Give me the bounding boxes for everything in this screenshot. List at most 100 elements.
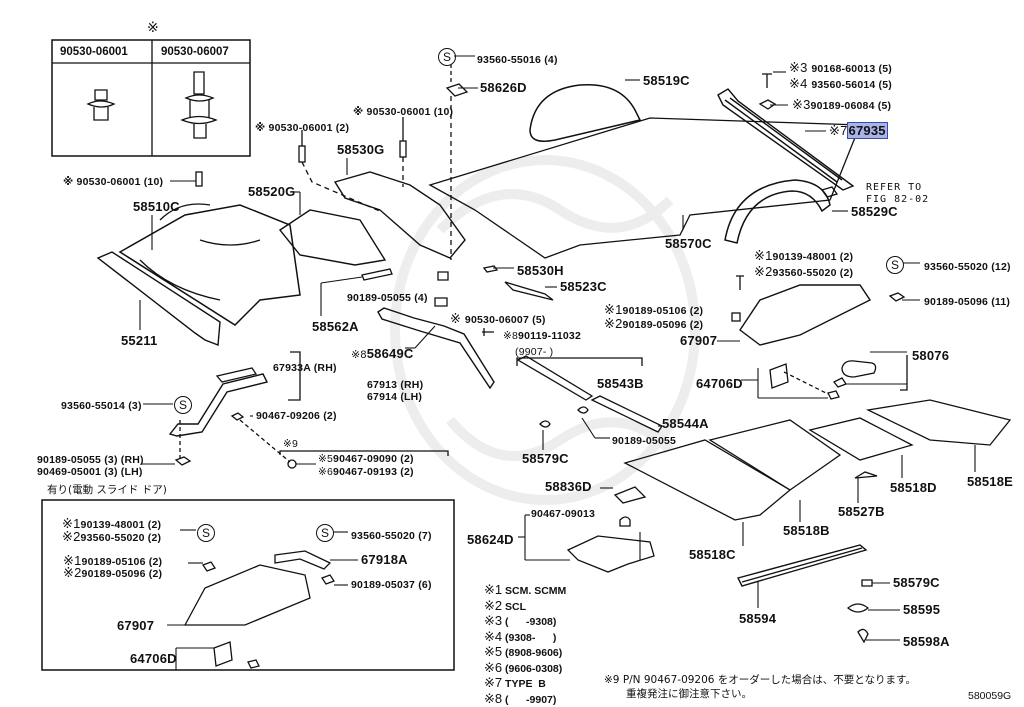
cover-58519c bbox=[529, 83, 642, 142]
part-label[interactable]: 90189-05055 bbox=[612, 435, 677, 447]
part-number: 90189-05096 (2) bbox=[622, 319, 704, 331]
scuff-plate-67935 bbox=[717, 88, 855, 191]
part-label[interactable]: 58579C bbox=[893, 575, 940, 590]
part-label[interactable]: ※4 93560-56014 (5) bbox=[789, 77, 892, 91]
part-label[interactable]: 64706D bbox=[130, 651, 177, 666]
part-label[interactable]: ※ 90530-06007 (5) bbox=[450, 312, 546, 326]
part-label[interactable]: 93560-55016 (4) bbox=[477, 54, 558, 66]
part-label[interactable]: 90189-05055 (4) bbox=[347, 292, 428, 304]
refer-to-figure-link[interactable]: FIG 82-02 bbox=[866, 194, 930, 205]
legend-text: SCL bbox=[505, 600, 527, 613]
part-label[interactable]: 58562A bbox=[312, 319, 359, 334]
legend-item: ※6 (9606-0308) bbox=[484, 659, 566, 677]
legend-text: TYPE B bbox=[505, 678, 546, 690]
part-label[interactable]: 90467-09206 (2) bbox=[256, 410, 337, 422]
part-label[interactable]: ※3 90168-60013 (5) bbox=[789, 61, 892, 75]
part-label-67935[interactable]: ※767935 bbox=[829, 122, 888, 139]
part-label[interactable]: 93560-55014 (3) bbox=[61, 400, 142, 412]
part-label[interactable]: 58595 bbox=[903, 602, 941, 617]
floor-panel-58570c bbox=[428, 117, 861, 259]
bracket-67907 bbox=[739, 284, 872, 346]
part-label[interactable]: 67913 (RH) bbox=[367, 379, 424, 391]
inset-table-art bbox=[51, 39, 251, 157]
part-label[interactable]: ※858649C bbox=[351, 347, 414, 362]
part-label[interactable]: ※190189-05106 (2) bbox=[63, 554, 163, 568]
part-label[interactable]: 58544A bbox=[662, 416, 709, 431]
part-label[interactable]: 58836D bbox=[545, 479, 592, 494]
note-mark: ※7 bbox=[829, 123, 848, 138]
part-label[interactable]: 58530G bbox=[337, 142, 385, 157]
legend-item: ※3 ( -9308) bbox=[484, 613, 566, 630]
bracket-58649c bbox=[377, 307, 495, 390]
footnote-line-1: ※9 P/N 90467-09206 をオーダーした場合は、不要となります。 bbox=[604, 674, 916, 686]
panel-58520g bbox=[278, 209, 387, 266]
part-label[interactable]: 58529C bbox=[851, 204, 898, 219]
legend-mark: ※6 bbox=[484, 659, 503, 675]
part-label[interactable]: 58530H bbox=[517, 263, 564, 278]
part-label[interactable]: 90467-09013 bbox=[531, 508, 596, 520]
legend-item: ※5 (8908-9606) bbox=[484, 644, 566, 661]
part-label[interactable]: ※ 90530-06001 (10) bbox=[63, 176, 164, 188]
part-label[interactable]: 58076 bbox=[912, 348, 950, 363]
part-label[interactable]: 55211 bbox=[121, 333, 158, 348]
date-range-label: (9907- ) bbox=[515, 346, 554, 358]
wheelhouse-58529c bbox=[724, 179, 831, 244]
note-mark: ※3 bbox=[792, 97, 811, 112]
bracket-67913 bbox=[168, 373, 269, 437]
legend-item: ※4 (9308- ) bbox=[484, 629, 566, 646]
part-label[interactable]: ※590467-09090 (2) bbox=[318, 453, 414, 465]
part-label[interactable]: ※190139-48001 (2) bbox=[754, 249, 853, 263]
part-label[interactable]: 90189-05055 (3) (RH) bbox=[37, 454, 144, 466]
part-label[interactable]: ※293560-55020 (2) bbox=[754, 265, 853, 279]
part-label[interactable]: 90189-05096 (11) bbox=[924, 296, 1011, 308]
part-label[interactable]: 58624D bbox=[467, 532, 514, 547]
s-standard-part-icon: S bbox=[886, 256, 904, 274]
part-label[interactable]: 58570C bbox=[665, 236, 712, 251]
note-mark: ※5 bbox=[318, 453, 334, 465]
part-label[interactable]: 58626D bbox=[480, 80, 527, 95]
part-label[interactable]: 67914 (LH) bbox=[367, 391, 423, 403]
part-label[interactable]: 67907 bbox=[680, 333, 718, 348]
part-label[interactable]: 58518D bbox=[890, 480, 937, 495]
part-label[interactable]: ※ 90530-06001 (2) bbox=[255, 122, 350, 134]
part-label[interactable]: 67907 bbox=[117, 618, 155, 633]
part-label[interactable]: 93560-55020 (7) bbox=[351, 530, 432, 542]
part-label[interactable]: ※390189-06084 (5) bbox=[792, 97, 891, 112]
part-number: 90189-05106 (2) bbox=[81, 556, 163, 568]
part-label[interactable]: 90469-05001 (3) (LH) bbox=[37, 466, 143, 478]
part-label[interactable]: ※690467-09193 (2) bbox=[318, 466, 414, 478]
part-label[interactable]: ※ 90530-06001 (10) bbox=[353, 106, 454, 118]
part-label[interactable]: 58510C bbox=[133, 199, 180, 214]
part-number: 90139-48001 (2) bbox=[80, 519, 162, 531]
part-label[interactable]: 67933A (RH) bbox=[273, 362, 337, 374]
part-label[interactable]: ※190139-48001 (2) bbox=[62, 517, 162, 531]
part-label[interactable]: 58598A bbox=[903, 634, 950, 649]
note-mark: ※2 bbox=[62, 529, 81, 544]
part-label[interactable]: 58579C bbox=[522, 451, 569, 466]
part-number: 90530-06007 (5) bbox=[464, 314, 546, 326]
part-label[interactable]: 58518C bbox=[689, 547, 736, 562]
part-label[interactable]: 58594 bbox=[739, 611, 777, 626]
part-label[interactable]: 58523C bbox=[560, 279, 607, 294]
part-label[interactable]: 58518B bbox=[783, 523, 830, 538]
part-label[interactable]: 93560-55020 (12) bbox=[924, 261, 1011, 273]
part-label[interactable]: 58527B bbox=[838, 504, 885, 519]
part-label[interactable]: 58543B bbox=[597, 376, 644, 391]
part-label[interactable]: ※290189-05096 (2) bbox=[63, 566, 162, 580]
table-header-90530-06007[interactable]: 90530-06007 bbox=[161, 46, 229, 58]
part-label[interactable]: 58518E bbox=[967, 474, 1014, 489]
part-label[interactable]: ※890119-11032 bbox=[503, 330, 581, 342]
s-standard-part-icon: S bbox=[174, 396, 192, 414]
part-label[interactable]: 58520G bbox=[248, 184, 296, 199]
table-header-90530-06001[interactable]: 90530-06001 bbox=[60, 46, 128, 58]
part-label[interactable]: ※293560-55020 (2) bbox=[62, 529, 161, 544]
part-label[interactable]: 90189-05037 (6) bbox=[351, 579, 432, 591]
part-label[interactable]: 58519C bbox=[643, 73, 690, 88]
part-label[interactable]: 67918A bbox=[361, 552, 408, 567]
note-mark: ※8 bbox=[503, 330, 519, 342]
part-label[interactable]: ※290189-05096 (2) bbox=[604, 316, 704, 331]
part-label[interactable]: 64706D bbox=[696, 376, 743, 391]
note-mark: ※2 bbox=[604, 316, 623, 331]
part-label[interactable]: ※190189-05106 (2) bbox=[604, 303, 703, 317]
